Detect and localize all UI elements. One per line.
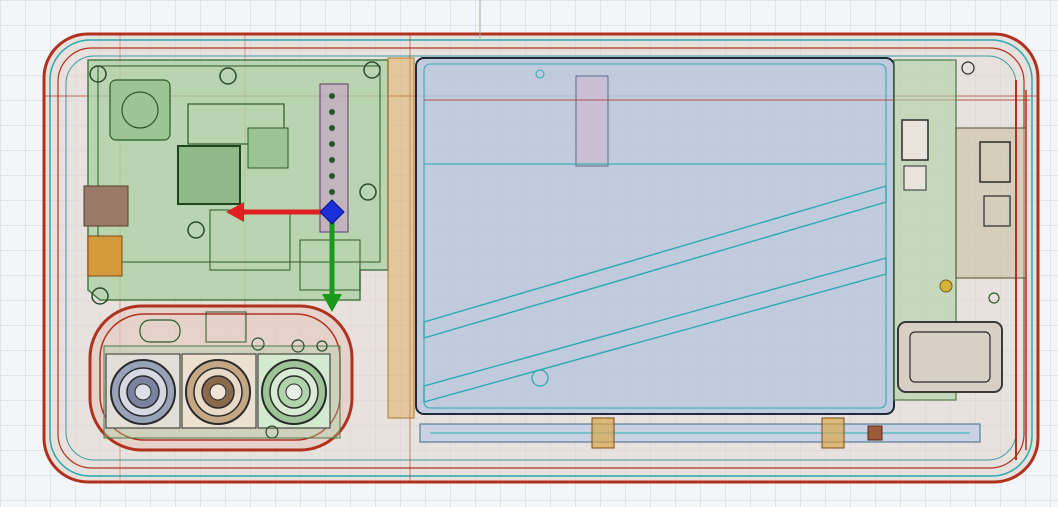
sim-tray[interactable] [83, 185, 129, 227]
battery[interactable] [415, 57, 1030, 415]
triad-origin-handle[interactable] [319, 199, 345, 225]
logic-board[interactable] [83, 59, 389, 305]
shield-can[interactable] [187, 103, 285, 145]
lens-tertiary[interactable] [257, 353, 331, 429]
speaker-module[interactable] [897, 321, 1003, 393]
axis-triad[interactable] [226, 199, 345, 312]
camera-module[interactable] [88, 304, 354, 452]
lens-secondary[interactable] [181, 353, 257, 429]
sub-board[interactable] [893, 59, 1027, 460]
usb-port[interactable] [955, 127, 1027, 279]
y-axis-arrowhead [322, 294, 342, 312]
soc-chip[interactable] [177, 145, 241, 205]
lens-main[interactable] [105, 353, 181, 429]
bottom-flex-strip[interactable] [419, 417, 981, 449]
x-axis-arrowhead [226, 202, 244, 222]
frame-strip [387, 57, 415, 419]
